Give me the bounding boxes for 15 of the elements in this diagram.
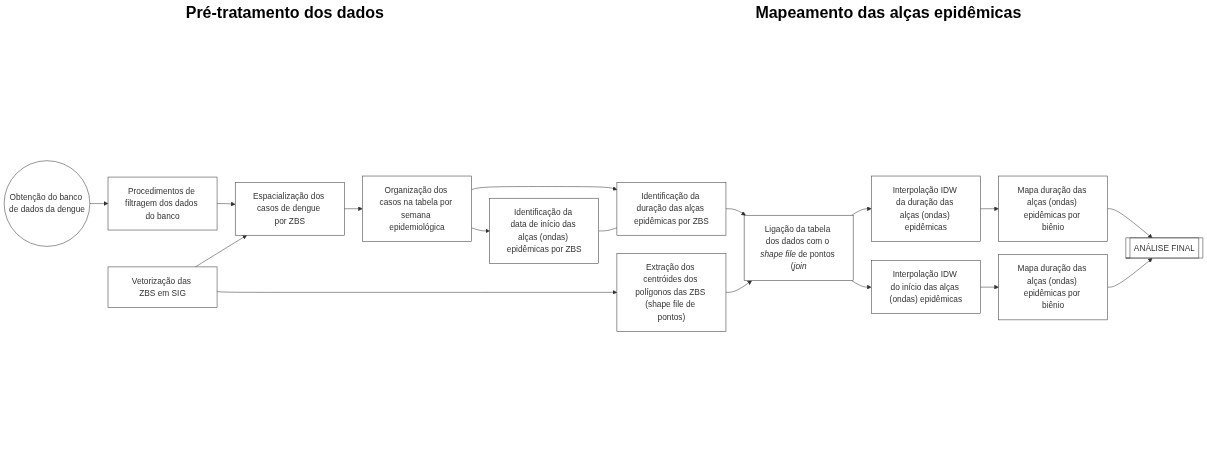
node-box: Identificação da data de início das alças (ondas) epidêmicas por ZBS — [489, 197, 599, 264]
node-box: Ligação da tabela dos dados com o shape file de pontos (join — [743, 214, 854, 281]
node-box: Interpolação IDW do início das alças (ondas) epidêmicas — [871, 260, 981, 314]
node-box: Vetorização das ZBS em SIG — [107, 266, 218, 308]
section-heading: Mapeamento das alças epidêmicas — [755, 4, 1022, 22]
node-box: Mapa duração das alças (ondas) epidêmicas por biênio — [998, 254, 1108, 321]
node-circle: Obtenção do banco de dados da dengue — [3, 160, 91, 247]
node-box: Interpolação IDW da duração das alças (ondas) epidêmicas — [871, 175, 981, 242]
node-box: Espacialização dos casos de dengue por ZBS — [234, 182, 345, 236]
node-box: Mapa duração das alças (ondas) epidêmicas por biênio — [998, 175, 1108, 242]
node-box: Procedimentos de filtragem dos dados do banco — [107, 176, 218, 231]
node-box: Extração dos centróides dos polígonos das ZBS (shape file de pontos) — [616, 253, 727, 332]
section-heading: Pré-tratamento dos dados — [185, 4, 384, 22]
node-box: Identificação da duração das alças epidêmicas por ZBS — [616, 182, 727, 236]
node-box: Organização dos casos na tabela por semana epidemiológica — [362, 175, 472, 242]
